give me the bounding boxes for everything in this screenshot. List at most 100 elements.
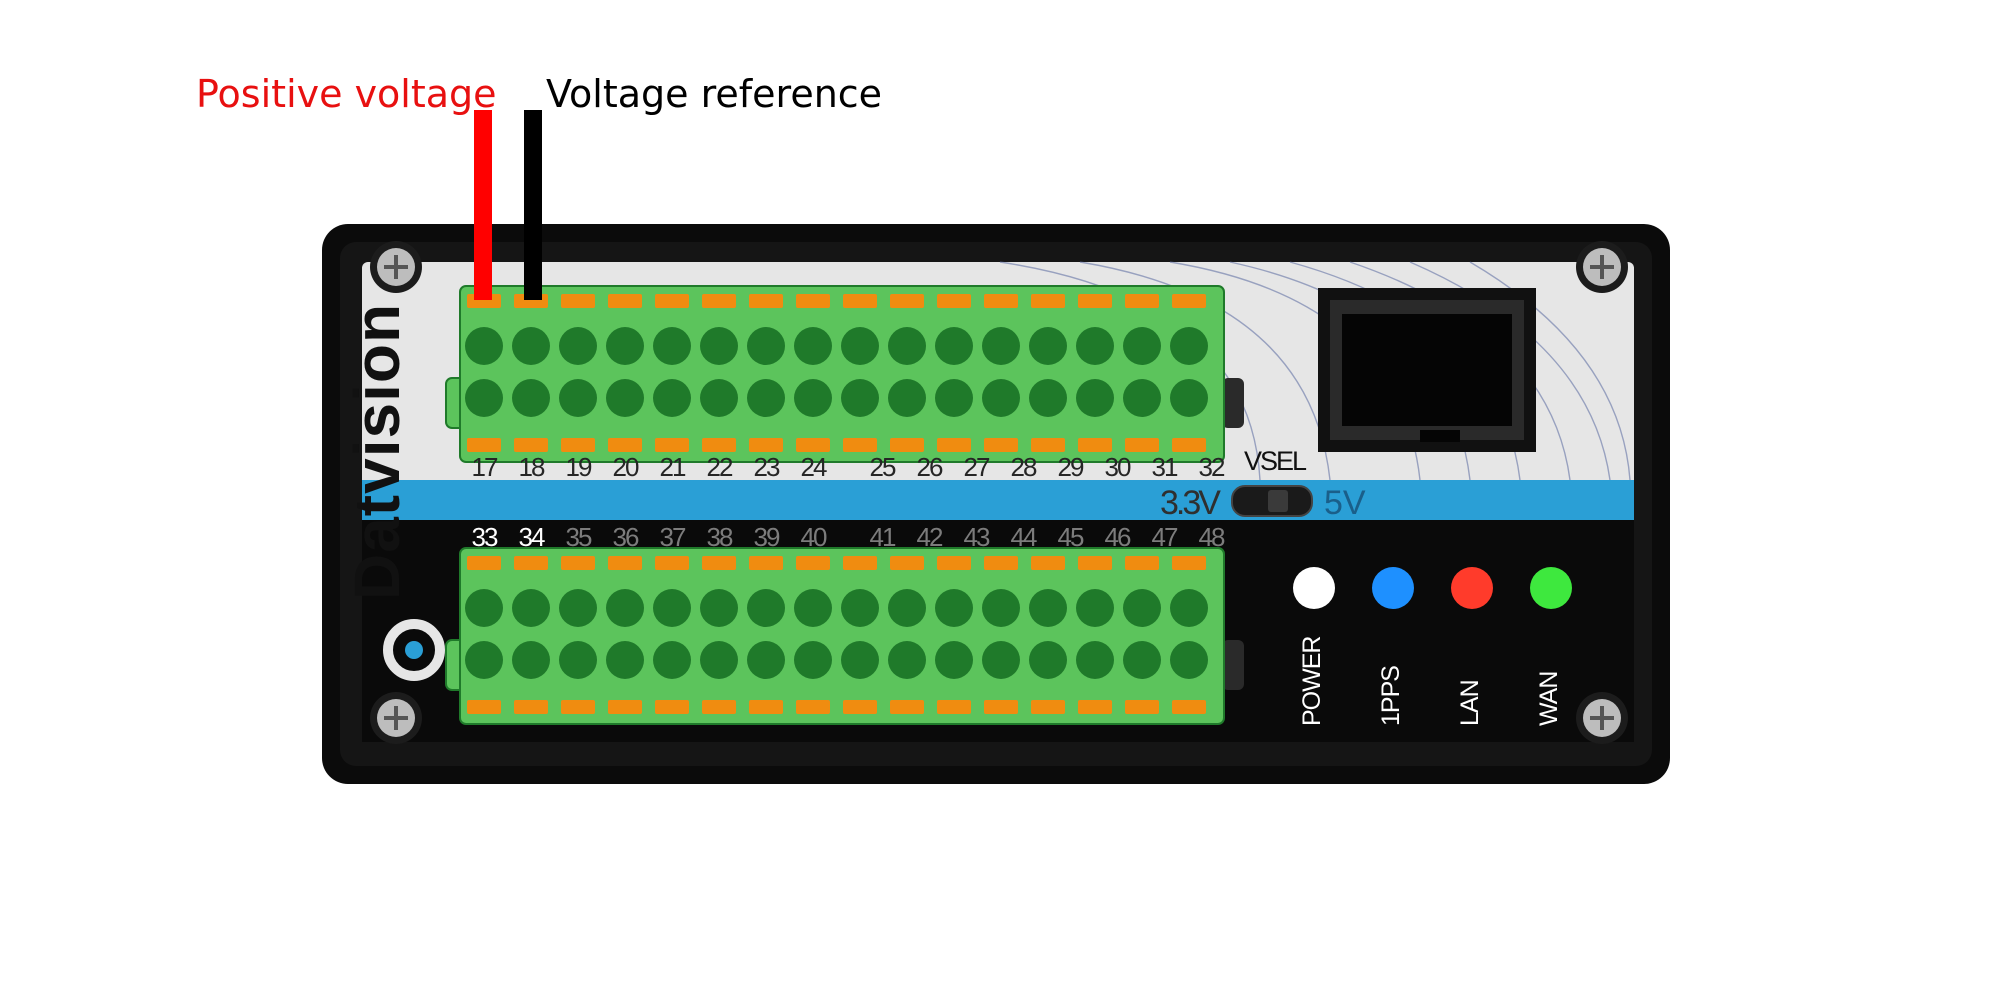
wire-hole: [841, 641, 879, 679]
lever: [937, 294, 971, 308]
terminal-number: 20: [612, 452, 640, 482]
wire-hole: [1123, 327, 1161, 365]
vsel-3v3-label: 3.3V: [1160, 484, 1221, 522]
lever: [1172, 700, 1206, 714]
lever: [561, 294, 595, 308]
lever: [843, 556, 877, 570]
screw-top-right: [1576, 241, 1628, 293]
wire-hole: [1029, 641, 1067, 679]
wire-hole: [841, 589, 879, 627]
terminal-number: 21: [659, 452, 687, 482]
lever: [749, 438, 783, 452]
terminal-number: 44: [1010, 522, 1038, 552]
lever: [796, 556, 830, 570]
led-wan: [1530, 567, 1572, 609]
wire-hole: [653, 327, 691, 365]
wire-positive: [474, 110, 492, 300]
vsel-switch-knob: [1268, 490, 1288, 512]
wire-hole: [1123, 641, 1161, 679]
terminal-number: 25: [869, 452, 897, 482]
wire-hole: [841, 327, 879, 365]
wire-hole: [747, 379, 785, 417]
lever: [655, 556, 689, 570]
connector-blocks: [445, 285, 1244, 725]
wire-hole: [606, 379, 644, 417]
lever: [890, 700, 924, 714]
lever: [514, 556, 548, 570]
accent-stripe: [362, 480, 1634, 520]
wire-hole: [700, 379, 738, 417]
lever: [937, 556, 971, 570]
terminal-number: 42: [916, 522, 944, 552]
lever: [843, 700, 877, 714]
lever: [796, 294, 830, 308]
wire-hole: [935, 379, 973, 417]
lever: [984, 700, 1018, 714]
wire-hole: [559, 327, 597, 365]
wire-hole: [888, 327, 926, 365]
lever: [608, 556, 642, 570]
wire-hole: [982, 641, 1020, 679]
lever: [1125, 294, 1159, 308]
terminal-number: 24: [800, 452, 828, 482]
status-leds: [1293, 567, 1572, 609]
lever: [1125, 438, 1159, 452]
lever: [843, 294, 877, 308]
lever: [702, 556, 736, 570]
screw-top-left: [370, 241, 422, 293]
lever: [796, 700, 830, 714]
lever: [608, 438, 642, 452]
terminal-number: 17: [471, 452, 499, 482]
lever: [1078, 556, 1112, 570]
terminal-number: 48: [1198, 522, 1226, 552]
lever: [984, 294, 1018, 308]
lever: [467, 556, 501, 570]
lever: [561, 556, 595, 570]
wire-hole: [1029, 379, 1067, 417]
wire-hole: [512, 379, 550, 417]
lever: [561, 438, 595, 452]
lever: [937, 438, 971, 452]
terminal-number: 34: [518, 522, 546, 552]
wire-hole: [1170, 379, 1208, 417]
wire-hole: [700, 327, 738, 365]
lever: [937, 700, 971, 714]
terminal-number: 30: [1104, 452, 1132, 482]
terminal-number: 27: [963, 452, 991, 482]
led-label-1pps: 1PPS: [1377, 666, 1405, 726]
wire-hole: [1029, 589, 1067, 627]
terminal-number: 18: [518, 452, 546, 482]
wire-hole: [888, 589, 926, 627]
wire-hole: [465, 589, 503, 627]
wire-hole: [653, 641, 691, 679]
lever: [796, 438, 830, 452]
wire-hole: [700, 589, 738, 627]
lever: [655, 700, 689, 714]
positive-voltage-label: Positive voltage: [196, 72, 497, 116]
terminal-number: 43: [963, 522, 991, 552]
wire-hole: [606, 327, 644, 365]
lever: [1172, 294, 1206, 308]
wire-hole: [653, 379, 691, 417]
terminal-number: 29: [1057, 452, 1085, 482]
vsel-label: VSEL: [1244, 446, 1307, 476]
lever: [749, 294, 783, 308]
lever: [514, 700, 548, 714]
terminal-number: 32: [1198, 452, 1226, 482]
lever: [702, 294, 736, 308]
wire-hole: [465, 379, 503, 417]
wire-hole: [465, 641, 503, 679]
terminal-number: 36: [612, 522, 640, 552]
lever: [984, 556, 1018, 570]
lever: [561, 700, 595, 714]
terminal-number: 47: [1151, 522, 1179, 552]
lever: [655, 438, 689, 452]
terminal-number: 41: [869, 522, 897, 552]
wire-hole: [1076, 589, 1114, 627]
wire-hole: [559, 641, 597, 679]
logo-mark-icon: [383, 619, 445, 681]
wire-hole: [1170, 589, 1208, 627]
wire-hole: [1076, 641, 1114, 679]
wire-hole: [982, 589, 1020, 627]
terminal-number: 39: [753, 522, 781, 552]
